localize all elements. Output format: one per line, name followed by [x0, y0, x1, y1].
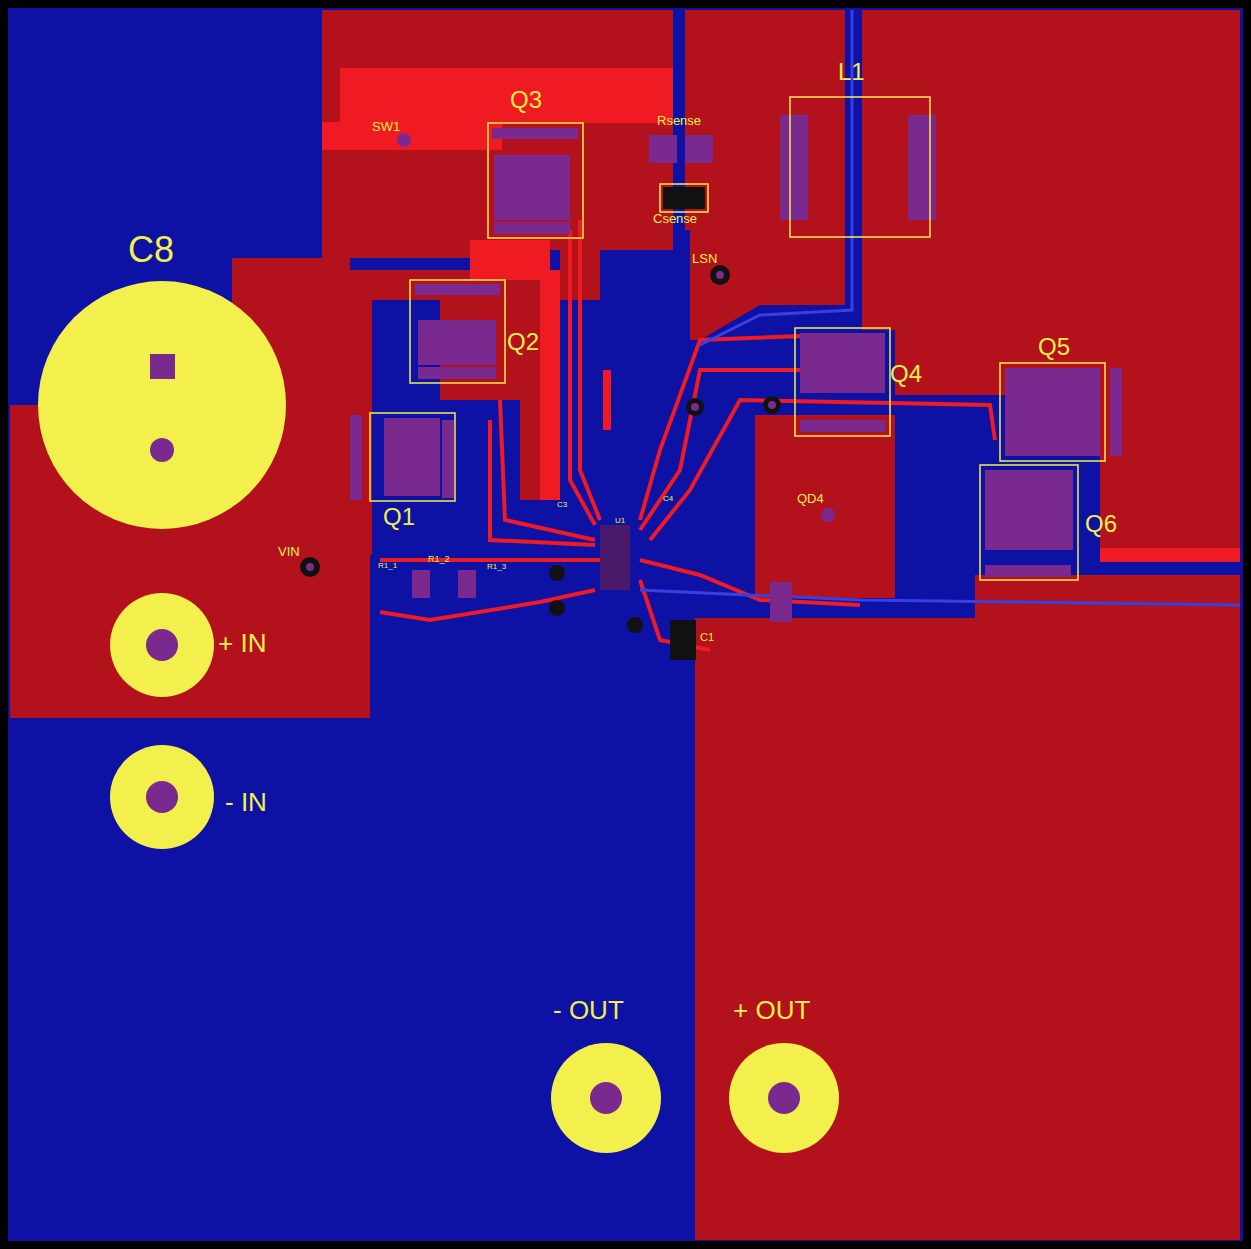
- part-label: Q2: [507, 330, 539, 354]
- vias: [300, 133, 835, 633]
- signal-traces: [380, 220, 995, 650]
- part-label: C8: [128, 232, 174, 268]
- part-label: + OUT: [733, 997, 810, 1023]
- capacitor-c8: [38, 281, 286, 529]
- part-label: U1: [615, 517, 625, 525]
- part-label: SW1: [372, 120, 400, 133]
- part-label: Q1: [383, 505, 415, 529]
- part-label: Q4: [890, 362, 922, 386]
- part-label: QD4: [797, 492, 824, 505]
- part-label: Q3: [510, 88, 542, 112]
- component-pads: [350, 115, 1122, 660]
- bottom-traces: [640, 10, 1240, 605]
- part-label: R1_2: [428, 555, 450, 564]
- part-label: Rsense: [657, 114, 701, 127]
- part-label: + IN: [218, 630, 266, 656]
- part-label: - IN: [225, 789, 267, 815]
- part-label: Q6: [1085, 512, 1117, 536]
- silkscreen-outlines: [370, 97, 1105, 580]
- part-label: Csense: [653, 212, 697, 225]
- part-label: L1: [838, 60, 865, 84]
- part-label: C3: [557, 501, 567, 509]
- part-label: VIN: [278, 545, 300, 558]
- part-label: R1_3: [487, 563, 506, 571]
- terminals: [110, 593, 839, 1153]
- part-label: C1: [700, 632, 714, 643]
- copper-pours: [10, 10, 1240, 1240]
- part-label: LSN: [692, 252, 717, 265]
- part-label: R1_1: [378, 562, 397, 570]
- part-label: Q5: [1038, 335, 1070, 359]
- part-label: - OUT: [553, 997, 624, 1023]
- part-label: C4: [663, 495, 673, 503]
- bottom-ground-pour: [8, 8, 1243, 1241]
